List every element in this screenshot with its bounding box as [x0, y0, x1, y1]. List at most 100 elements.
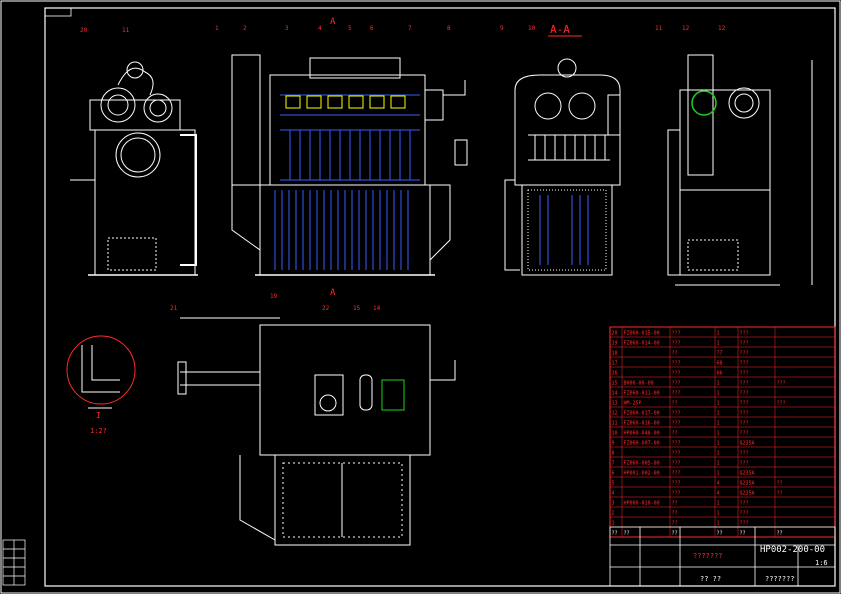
bom-cell-name: ?? [672, 431, 678, 437]
bom-cell-mat: ??? [740, 521, 749, 527]
bom-cell-code: B000-00-00 [624, 381, 654, 387]
binding-margin-stamps [2, 539, 26, 586]
bom-cell-mat: Q235A [740, 491, 755, 497]
bom-cell-name: ??? [672, 371, 681, 377]
bom-cell-mat: ??? [740, 411, 749, 417]
callout-plan-5: 19 [270, 293, 278, 300]
bom-cell-name: ??? [672, 341, 681, 347]
bom-cell-code: FZ060-017-00 [624, 411, 660, 417]
bom-cell-name: ?? [672, 351, 678, 357]
detail-i-view [66, 335, 136, 409]
callout-front-2: 2 [243, 25, 247, 32]
bom-cell-no: 20 [612, 331, 618, 337]
bom-header-cell: ?? [740, 531, 746, 537]
drawing-scale: 1:6 [815, 559, 828, 567]
bom-cell-qty: 77 [717, 351, 723, 357]
callout-sec-2: 10 [528, 25, 536, 32]
bom-cell-qty: 1 [717, 431, 720, 437]
bom-cell-mat: ??? [740, 461, 749, 467]
callout-sec-4: 12 [682, 25, 690, 32]
bom-cell-qty: 1 [717, 401, 720, 407]
bom-cell-name: ??? [672, 421, 681, 427]
bom-cell-qty: 1 [717, 391, 720, 397]
bom-cell-name: ??? [672, 471, 681, 477]
bom-cell-code: FZ060-005-00 [624, 461, 660, 467]
bom-cell-no: 1 [612, 521, 615, 527]
bom-header-cell: ?? [612, 531, 618, 537]
bom-cell-name: ??? [672, 461, 681, 467]
bom-cell-no: 10 [612, 431, 618, 437]
bom-cell-qty: 1 [717, 421, 720, 427]
bom-cell-mat: Q235A [740, 441, 755, 447]
bom-cell-qty: 1 [717, 341, 720, 347]
bom-cell-code: HP060-040-00 [624, 431, 660, 437]
bom-header-cell: ?? [672, 531, 678, 537]
callout-plan-4: 14 [373, 305, 381, 312]
callout-plan-2: 22 [322, 305, 330, 312]
bom-cell-qty: 1 [717, 331, 720, 337]
bom-cell-qty: 1 [717, 381, 720, 387]
bom-cell-mat: ??? [740, 501, 749, 507]
callout-front-6: 6 [370, 25, 374, 32]
left-side-view [70, 61, 198, 276]
callout-sec-3: 11 [655, 25, 663, 32]
drawing-number: HP002-200-00 [760, 545, 825, 555]
bom-cell-no: 13 [612, 401, 618, 407]
bom-header-cell: ?? [717, 531, 723, 537]
bom-cell-code: HM-25P [624, 401, 642, 407]
bom-cell-mat: ??? [740, 511, 749, 517]
section-mark-bottom: A [330, 288, 336, 298]
bom-cell-mat: ??? [740, 361, 749, 367]
callout-front-8: 8 [447, 25, 451, 32]
bom-cell-code: FZ060-007-00 [624, 441, 660, 447]
bom-cell-note: ?? [777, 491, 783, 497]
callout-sec-1: 9 [500, 25, 504, 32]
bom-cell-mat: ??? [740, 401, 749, 407]
sheet-inner-border [44, 7, 836, 587]
bom-cell-no: 19 [612, 341, 618, 347]
bom-cell-mat: Q235A [740, 481, 755, 487]
drawing-name: ??????? [693, 552, 723, 560]
bom-cell-mat: ??? [740, 351, 749, 357]
bom-cell-mat: ??? [740, 431, 749, 437]
bom-cell-qty: 66 [717, 371, 723, 377]
bom-cell-name: ??? [672, 451, 681, 457]
bom-cell-no: 4 [612, 491, 615, 497]
bom-cell-code: HP000-010-00 [624, 501, 660, 507]
bom-cell-code: FZ060-014-00 [624, 341, 660, 347]
bom-cell-no: 17 [612, 361, 618, 367]
bom-cell-qty: 1 [717, 521, 720, 527]
right-side-view [667, 54, 813, 286]
callout-plan-3: 15 [353, 305, 361, 312]
bom-cell-qty: 1 [717, 411, 720, 417]
bom-cell-no: 15 [612, 381, 618, 387]
bom-cell-qty: 1 [717, 511, 720, 517]
callout-plan-1: 21 [170, 305, 178, 312]
bom-cell-note: ?? [777, 481, 783, 487]
section-mark-top: A [330, 17, 336, 27]
callout-front-7: 7 [408, 25, 412, 32]
bom-cell-mat: Q235A [740, 471, 755, 477]
bom-cell-code: FZ060-011-00 [624, 391, 660, 397]
bom-cell-name: ??? [672, 361, 681, 367]
bom-cell-mat: ??? [740, 371, 749, 377]
callout-front-3: 3 [285, 25, 289, 32]
bom-header-cell: ?? [777, 531, 783, 537]
section-title: A-A [550, 23, 570, 36]
company-name: ??????? [765, 575, 795, 583]
bom-cell-name: ??? [672, 381, 681, 387]
bom-cell-mat: ??? [740, 421, 749, 427]
bom-cell-name: ??? [672, 331, 681, 337]
callout-left-1: 20 [80, 27, 88, 34]
bom-cell-no: 5 [612, 481, 615, 487]
title-block [609, 526, 836, 587]
bom-cell-no: 11 [612, 421, 618, 427]
bom-cell-mat: ??? [740, 381, 749, 387]
bom-cell-no: 12 [612, 411, 618, 417]
callout-left-2: 11 [122, 27, 130, 34]
bom-cell-no: 6 [612, 471, 615, 477]
bom-cell-note: ??? [777, 381, 786, 387]
bom-cell-code: HP001-002-00 [624, 471, 660, 477]
